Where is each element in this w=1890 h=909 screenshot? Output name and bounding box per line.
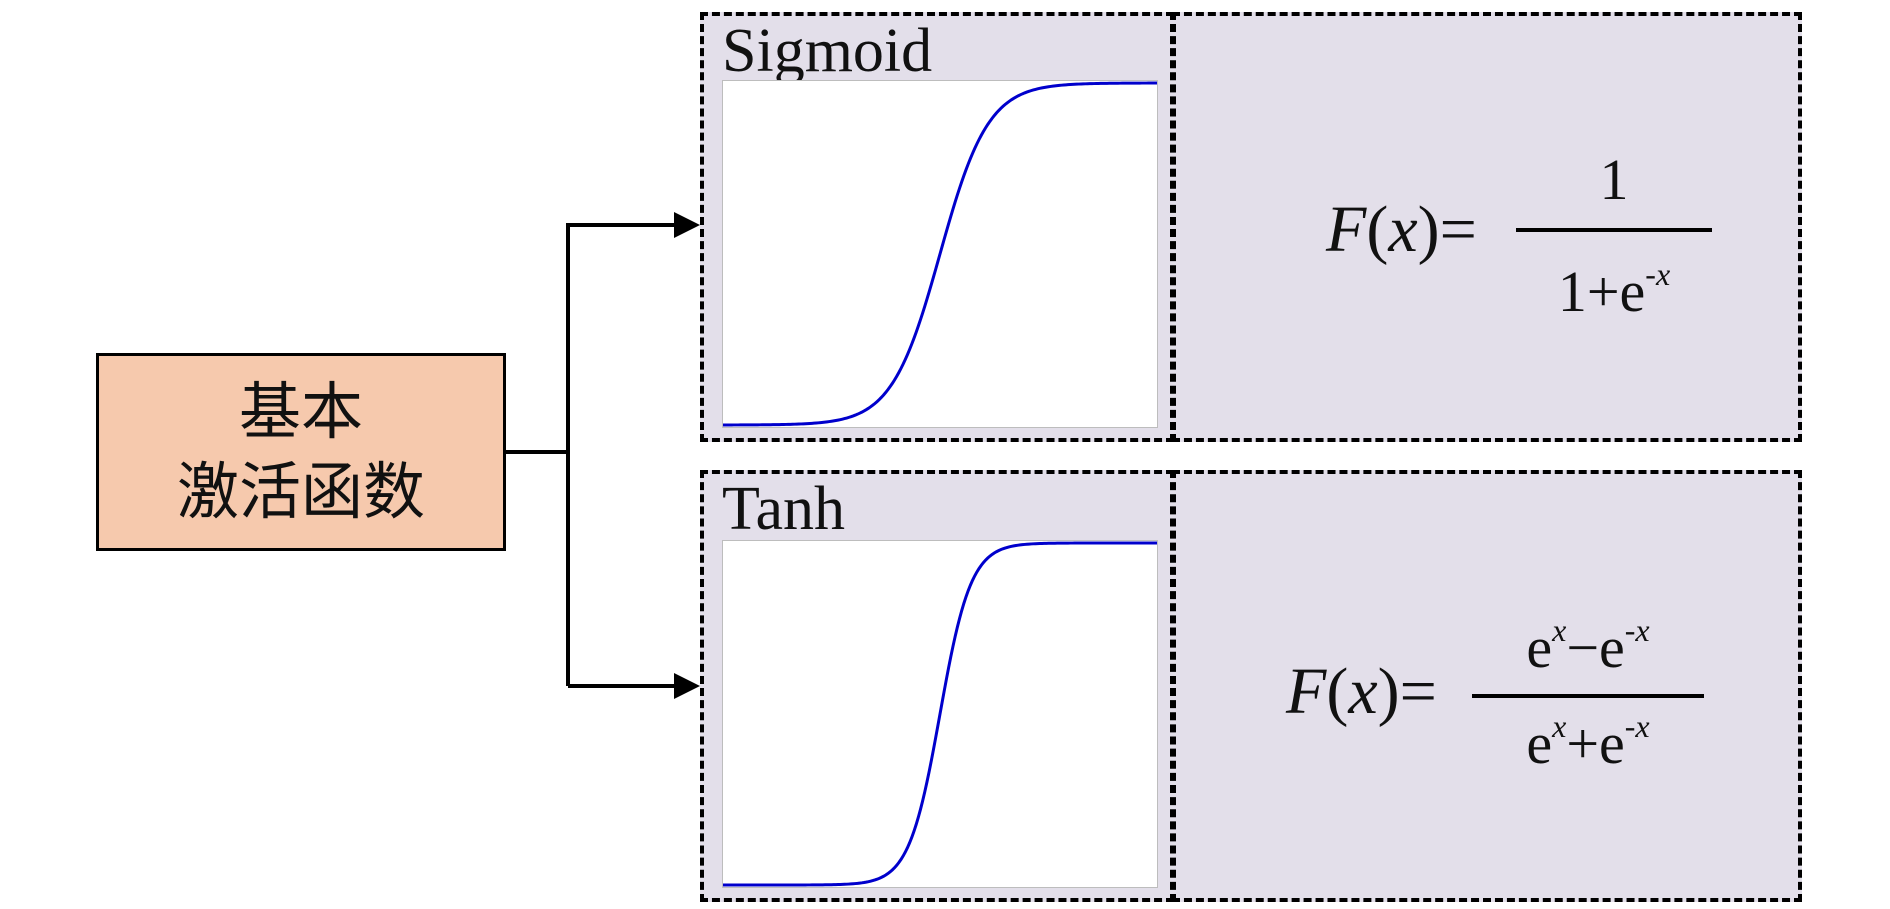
tanh-denominator-exp-1: x xyxy=(1552,708,1567,744)
tanh-lhs: F(x)= xyxy=(1286,655,1437,728)
sigmoid-denominator-base: 1+e xyxy=(1557,259,1646,324)
tanh-numerator-base-1: e xyxy=(1526,615,1553,680)
sigmoid-formula-panel: F(x)= 1 1+e-x xyxy=(1172,12,1802,442)
root-node: 基本 激活函数 xyxy=(96,353,506,551)
tanh-fraction-bar xyxy=(1472,694,1704,698)
sigmoid-plot xyxy=(722,80,1158,428)
sigmoid-curve xyxy=(723,81,1157,427)
tanh-lhs-x: x xyxy=(1348,655,1378,728)
sigmoid-formula: F(x)= 1 1+e-x xyxy=(1176,16,1798,438)
tanh-plot-panel: Tanh xyxy=(700,470,1174,902)
root-label-line1: 基本 xyxy=(238,375,363,448)
tanh-title: Tanh xyxy=(722,475,846,543)
tanh-numerator-op: −e xyxy=(1566,615,1625,680)
sigmoid-title: Sigmoid xyxy=(722,17,933,85)
tanh-lhs-f: F xyxy=(1286,655,1327,728)
sigmoid-lhs: F(x)= xyxy=(1326,193,1477,266)
sigmoid-denominator-exp: -x xyxy=(1645,256,1671,292)
tanh-denominator-base-1: e xyxy=(1526,711,1553,776)
sigmoid-fraction-bar xyxy=(1516,228,1712,232)
tanh-numerator-exp-2: -x xyxy=(1624,612,1650,648)
arrowhead-sigmoid xyxy=(674,212,700,238)
tanh-curve xyxy=(723,541,1157,887)
tanh-plot xyxy=(722,540,1158,888)
tanh-numerator: ex−e-x xyxy=(1476,612,1700,681)
root-label-line2: 激活函数 xyxy=(176,455,425,528)
sigmoid-denominator: 1+e-x xyxy=(1516,256,1712,325)
tanh-formula: F(x)= ex−e-x ex+e-x xyxy=(1176,474,1798,898)
tanh-denominator-op: +e xyxy=(1566,711,1625,776)
sigmoid-lhs-x: x xyxy=(1388,193,1418,266)
tanh-numerator-exp-1: x xyxy=(1552,612,1567,648)
tanh-denominator-exp-2: -x xyxy=(1624,708,1650,744)
sigmoid-plot-panel: Sigmoid xyxy=(700,12,1174,442)
tanh-denominator: ex+e-x xyxy=(1476,708,1700,777)
sigmoid-lhs-f: F xyxy=(1326,193,1367,266)
sigmoid-numerator: 1 xyxy=(1599,147,1629,212)
arrowhead-tanh xyxy=(674,673,700,699)
tanh-formula-panel: F(x)= ex−e-x ex+e-x xyxy=(1172,470,1802,902)
